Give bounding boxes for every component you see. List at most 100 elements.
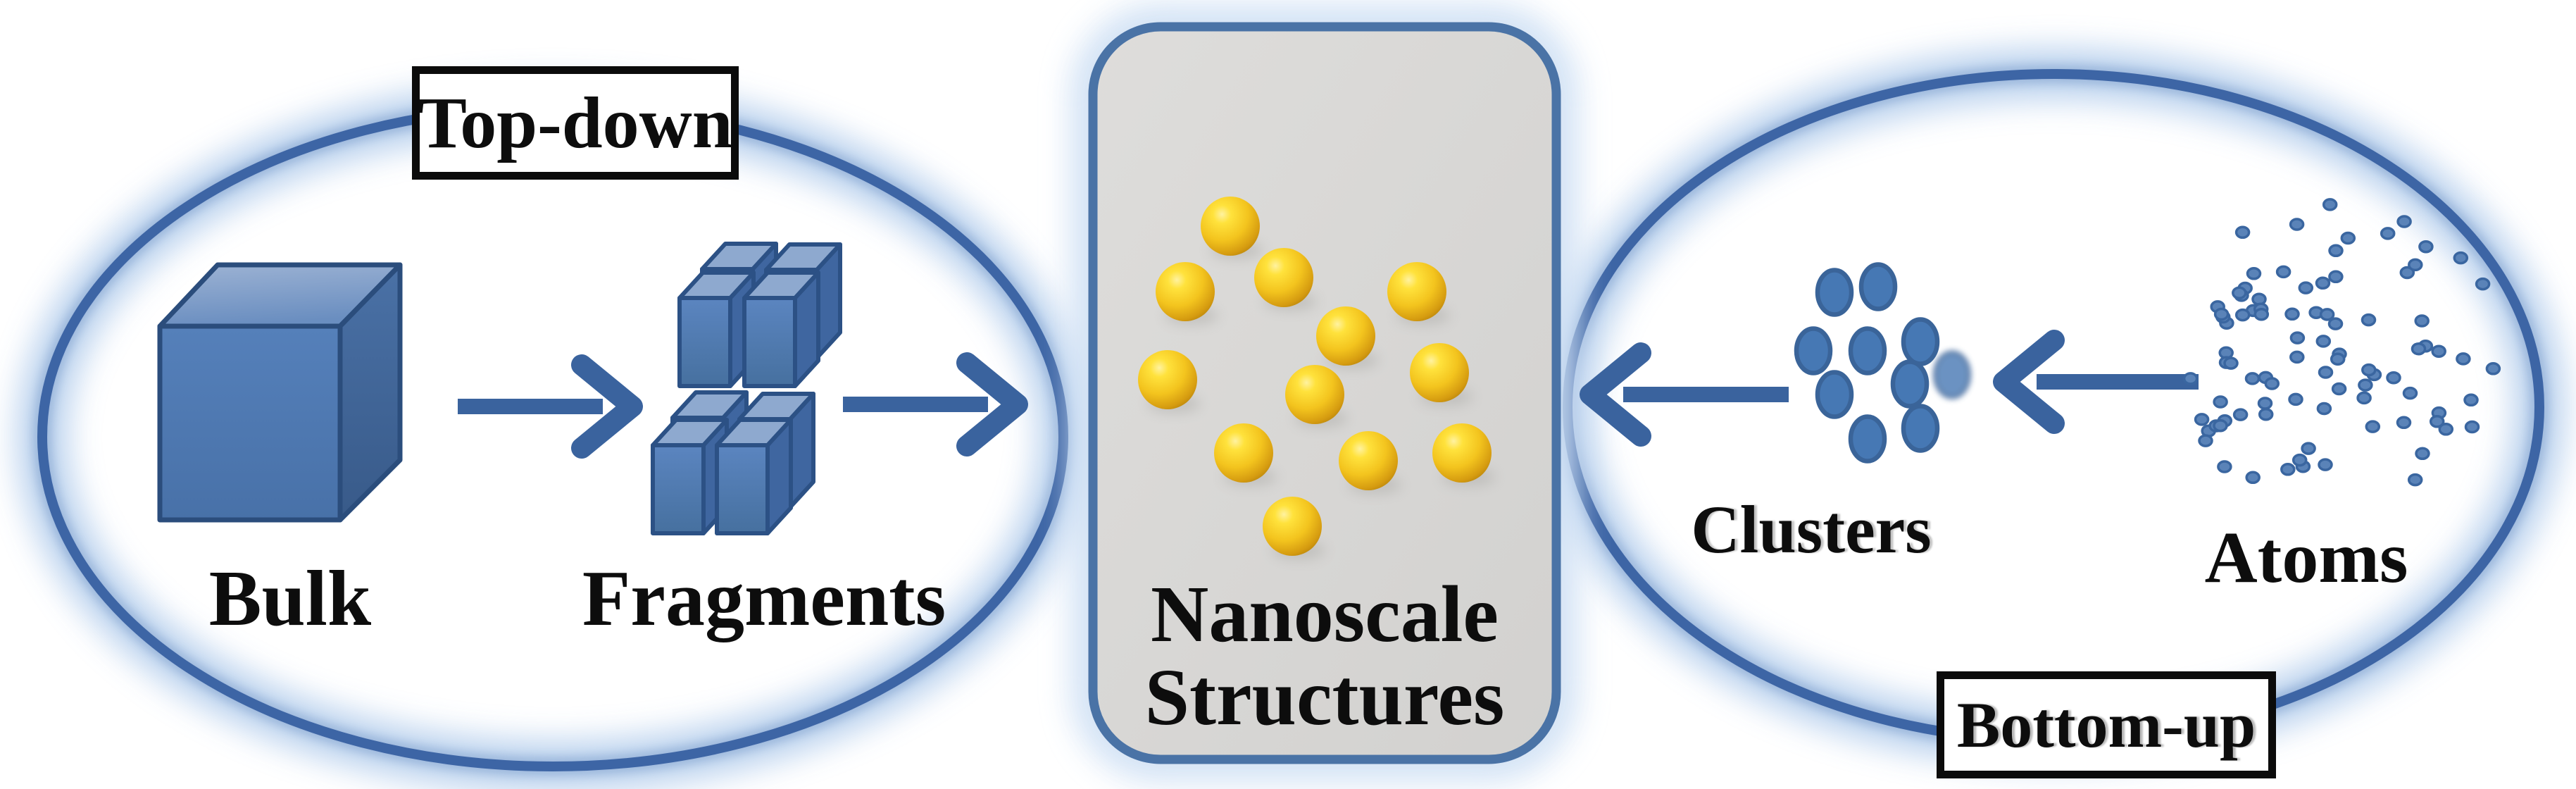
bottom-up-ellipse (1542, 49, 2565, 766)
bottom-up-label-box: Bottom-up (1937, 671, 2276, 778)
arrow-atoms-to-clusters (1993, 330, 2199, 434)
atom-dot (2340, 231, 2356, 245)
atom-dot (2275, 265, 2291, 279)
atom-dot (2213, 395, 2228, 409)
gold-nanoparticle (1285, 365, 1344, 424)
cluster-particle (1890, 359, 1930, 409)
gold-nanoparticle (1410, 343, 1469, 402)
atom-dot (2331, 382, 2347, 396)
atom-dot (2182, 372, 2199, 385)
gold-nanoparticle (1263, 497, 1322, 556)
atom-dot (2399, 266, 2415, 280)
gold-nanoparticle (1316, 306, 1375, 366)
atom-dot (2414, 314, 2430, 328)
clusters-icon (1794, 262, 1972, 464)
atoms-label: Atoms (2204, 517, 2408, 598)
atom-dot (2316, 402, 2332, 416)
atom-dot (2301, 442, 2316, 455)
atom-dot (2288, 392, 2303, 406)
fragments-icon (651, 242, 842, 535)
bottom-up-ellipse-stroke (1563, 69, 2544, 745)
cluster-particle (1815, 268, 1854, 317)
atom-dot (2327, 317, 2344, 330)
gold-nanoparticle (1339, 431, 1398, 490)
bottom-up-label: Bottom-up (1956, 689, 2256, 761)
atom-dot (2318, 458, 2333, 471)
atom-dot (2318, 366, 2334, 379)
bulk-cube-icon (157, 262, 403, 523)
atom-dot (2356, 391, 2372, 405)
gold-nanoparticle (1201, 197, 1260, 256)
fragment-pillar (715, 418, 793, 535)
atom-dot (2289, 331, 2306, 344)
cluster-particle (1848, 414, 1887, 464)
atom-dot (2453, 251, 2469, 265)
atom-dot (2429, 415, 2445, 428)
atom-dot (2464, 420, 2480, 434)
atom-dot (2438, 423, 2454, 436)
atom-dot (2264, 377, 2280, 390)
fragment-pillar (742, 271, 820, 388)
arrow-fragments-to-nanoscale (843, 352, 1028, 456)
top-down-label-box: Top-down (412, 66, 739, 180)
bulk-label: Bulk (208, 555, 372, 642)
atom-dot (2234, 225, 2251, 240)
atom-dot (2411, 342, 2427, 356)
atom-dot (2217, 460, 2232, 473)
atom-dot (2194, 413, 2210, 426)
atom-dot (2284, 307, 2300, 321)
atom-dot (2361, 363, 2377, 377)
atom-dot (2485, 362, 2501, 375)
clusters-label: Clusters (1691, 492, 1932, 567)
atom-dot (2418, 240, 2434, 254)
atom-dot (2328, 244, 2344, 258)
arrow-head (1993, 330, 2065, 434)
atom-dot (2456, 352, 2471, 366)
cluster-particle (1901, 317, 1940, 366)
pillar-front-face (742, 296, 797, 388)
atom-dot (2244, 372, 2261, 385)
atom-dot (2475, 277, 2491, 291)
atom-dot (2232, 408, 2249, 421)
atom-dot (2258, 407, 2274, 421)
gold-nanoparticle (1387, 262, 1446, 321)
atom-dot (2319, 308, 2335, 321)
cluster-particle (1932, 350, 1972, 399)
atom-dot (2289, 350, 2305, 364)
gold-nanoparticle (1138, 350, 1197, 409)
gold-nanoparticle (1432, 423, 1492, 483)
arrow-bulk-to-fragments (458, 354, 643, 459)
atom-dot (2361, 313, 2377, 327)
gold-nanoparticle (1214, 423, 1273, 483)
pillar-front-face (677, 296, 732, 388)
atom-dot (2431, 344, 2446, 358)
atom-dot (2232, 286, 2247, 300)
atom-dot (2298, 281, 2314, 294)
cluster-particle (1848, 326, 1887, 375)
atom-dot (2408, 258, 2423, 272)
atom-dot (2246, 267, 2262, 280)
fragments-label: Fragments (582, 555, 946, 642)
pillar-front-face (651, 443, 706, 535)
atom-dot (2380, 227, 2396, 240)
atoms-icon (2182, 198, 2501, 487)
atom-dot (2396, 416, 2412, 430)
atom-dot (2315, 276, 2331, 290)
atom-dot (2257, 397, 2273, 410)
atom-dot (2358, 378, 2373, 392)
atom-dot (2463, 393, 2479, 407)
atom-dot (2223, 356, 2239, 370)
atom-dot (2330, 352, 2346, 366)
bulk-cube-front-face (157, 323, 343, 523)
atom-dot (2322, 198, 2338, 211)
atom-dot (2198, 434, 2213, 447)
atom-dot (2328, 270, 2344, 284)
atom-dot (2365, 420, 2381, 433)
atom-dot (2315, 335, 2332, 348)
atom-dot (2289, 218, 2305, 231)
atom-dot (2280, 463, 2296, 476)
cluster-particle (1815, 370, 1854, 419)
atom-dot (2396, 215, 2412, 228)
atom-dot (2415, 447, 2430, 461)
cluster-particle (1901, 404, 1940, 453)
